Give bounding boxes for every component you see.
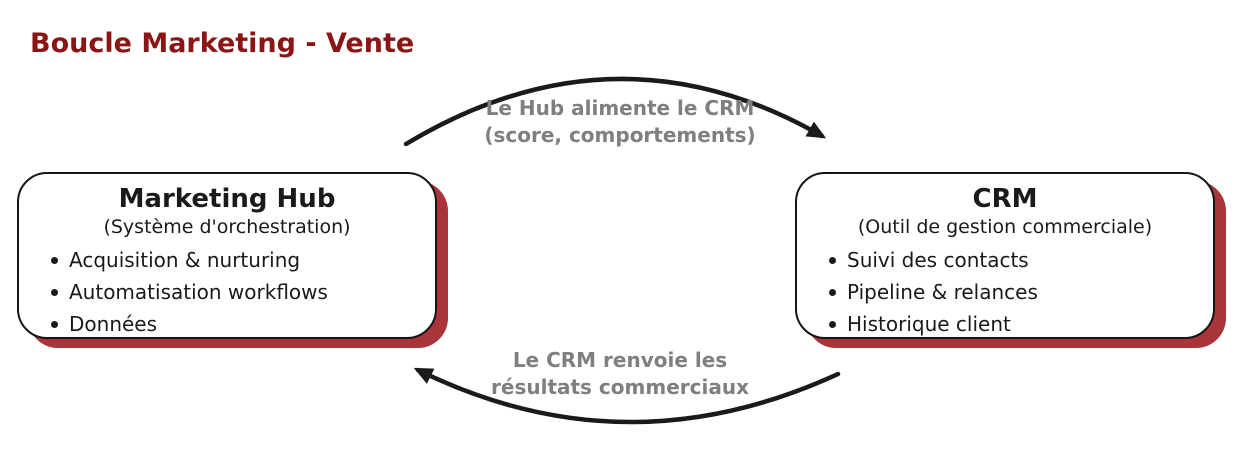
bottom-arrow-label: Le CRM renvoie les résultats commerciaux <box>450 347 790 401</box>
crm-box: CRM (Outil de gestion commerciale) Suivi… <box>795 172 1215 339</box>
bottom-arrow-label-line2: résultats commerciaux <box>491 375 749 399</box>
bottom-arrow <box>413 367 841 425</box>
marketing-hub-subtitle: (Système d'orchestration) <box>103 216 351 238</box>
crm-title: CRM <box>972 184 1038 214</box>
marketing-hub-list: Acquisition & nurturing Automatisation w… <box>37 244 417 340</box>
list-item: Automatisation workflows <box>37 276 417 308</box>
list-item: Pipeline & relances <box>815 276 1195 308</box>
list-item: Données <box>37 308 417 340</box>
marketing-hub-box: Marketing Hub (Système d'orchestration) … <box>17 172 437 339</box>
crm-subtitle: (Outil de gestion commerciale) <box>857 216 1153 238</box>
list-item: Suivi des contacts <box>815 244 1195 276</box>
crm-list: Suivi des contacts Pipeline & relances H… <box>815 244 1195 340</box>
bottom-arrow-label-line1: Le CRM renvoie les <box>512 348 728 372</box>
list-item: Acquisition & nurturing <box>37 244 417 276</box>
marketing-hub-title: Marketing Hub <box>118 184 336 214</box>
top-arrow-label-line2: (score, comportements) <box>484 123 756 147</box>
top-arrow <box>403 76 827 147</box>
top-arrow-label: Le Hub alimente le CRM (score, comportem… <box>450 95 790 149</box>
top-arrow-label-line1: Le Hub alimente le CRM <box>485 96 755 120</box>
page-title: Boucle Marketing - Vente <box>30 28 415 59</box>
list-item: Historique client <box>815 308 1195 340</box>
